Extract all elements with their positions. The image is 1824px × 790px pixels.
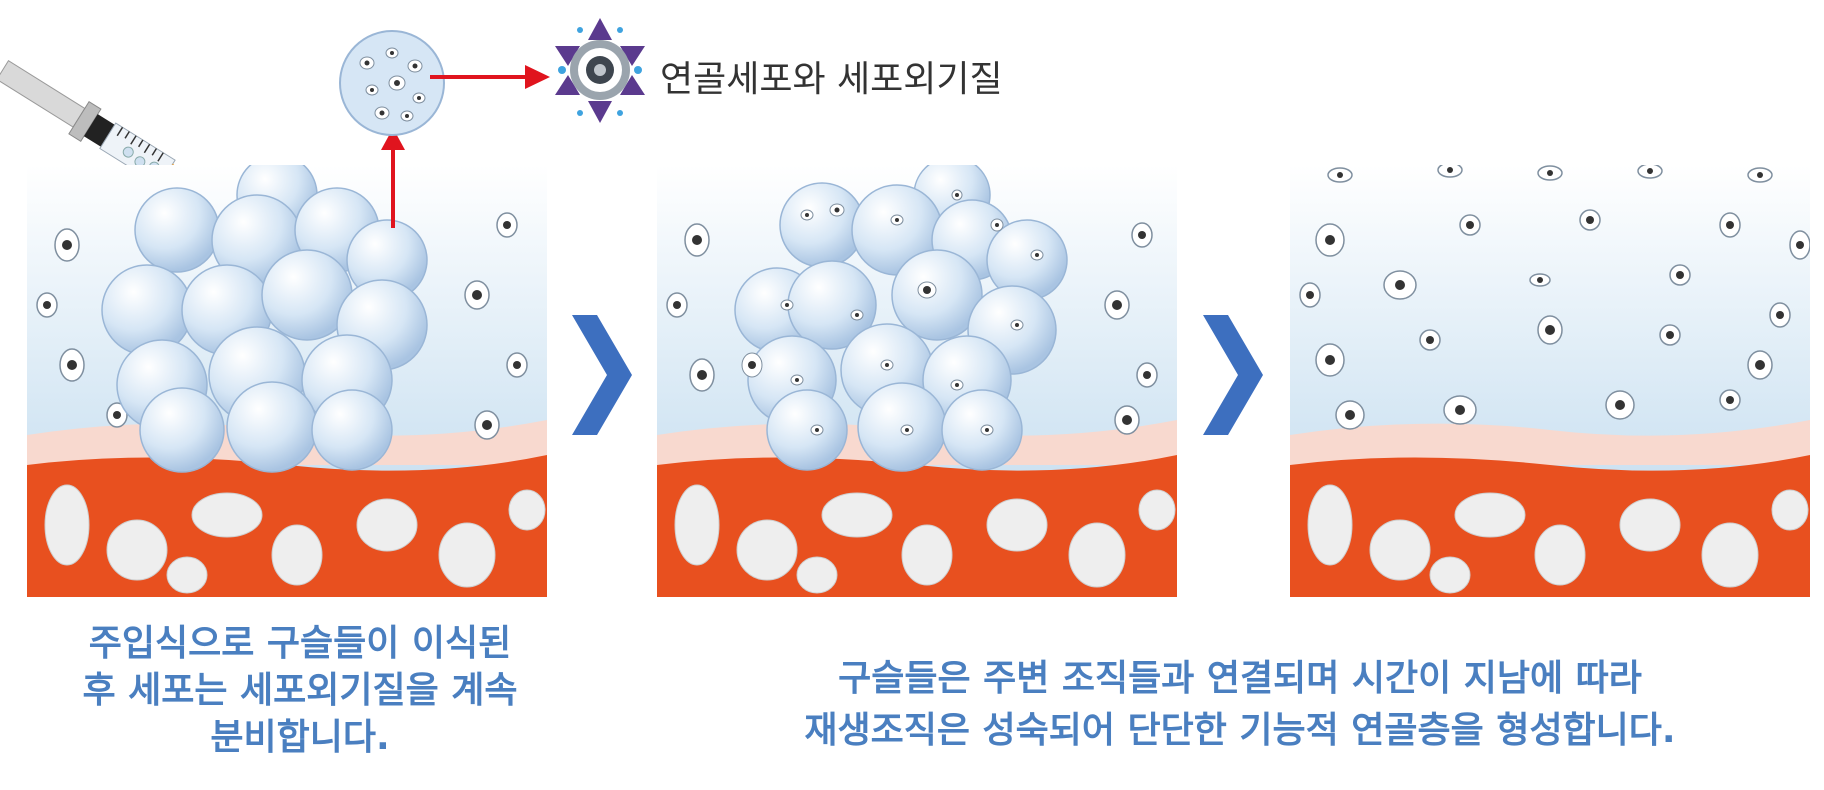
chevron-right-icon <box>1203 315 1263 435</box>
caption-left-line: 주입식으로 구슬들이 이식된 <box>88 623 512 664</box>
caption-right: 구슬들은 주변 조직들과 연결되며 시간이 지남에 따라 재생조직은 성숙되어 … <box>700 653 1780 757</box>
panel-integration <box>657 165 1177 597</box>
up-arrow-icon <box>381 128 405 228</box>
panel-mature-cartilage <box>1290 165 1810 597</box>
panel-injection <box>27 165 547 597</box>
legend-label: 연골세포와 세포외기질 <box>660 59 1003 100</box>
caption-right-line: 구슬들은 주변 조직들과 연결되며 시간이 지남에 따라 <box>838 658 1642 699</box>
right-arrow-icon <box>430 65 550 89</box>
caption-left: 주입식으로 구슬들이 이식된 후 세포는 세포외기질을 계속 분비합니다. <box>40 620 560 761</box>
chondrocyte-icon <box>555 18 645 123</box>
chevron-right-icon <box>572 315 632 435</box>
caption-right-line: 재생조직은 성숙되어 단단한 기능적 연골층을 형성합니다. <box>804 710 1676 751</box>
magnified-bead <box>339 30 445 136</box>
caption-left-line: 후 세포는 세포외기질을 계속 <box>82 670 518 711</box>
caption-left-line: 분비합니다. <box>210 717 390 758</box>
